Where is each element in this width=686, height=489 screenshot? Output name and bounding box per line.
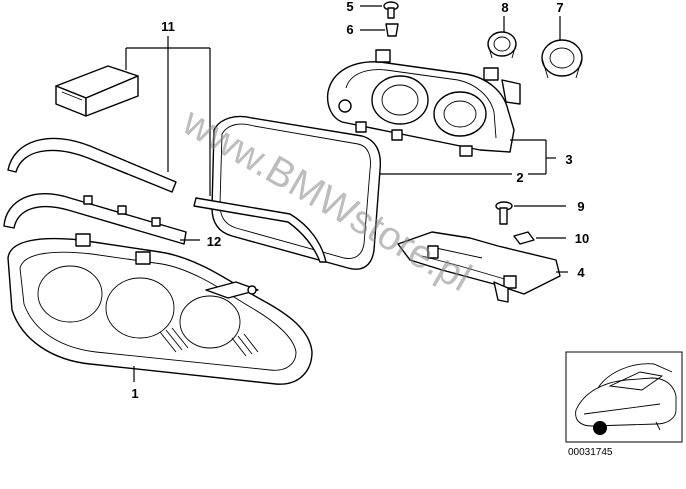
part-1-headlight	[7, 233, 313, 385]
part-8-grommet	[487, 31, 517, 59]
part-6-clip	[385, 23, 399, 37]
part-11-upper-strip	[7, 137, 177, 193]
callout-7: 7	[556, 0, 563, 15]
callout-1: 1	[131, 386, 138, 401]
callout-6: 6	[346, 22, 353, 37]
part-4-bracket	[397, 231, 561, 303]
car-location-inset	[565, 351, 683, 443]
callout-9: 9	[577, 199, 584, 214]
location-marker	[593, 421, 607, 435]
callout-4: 4	[577, 265, 585, 280]
part-5-screw	[383, 1, 399, 19]
callout-3: 3	[565, 152, 572, 167]
callout-11: 11	[161, 19, 175, 34]
part-2-seal	[193, 115, 382, 270]
part-7-grommet	[541, 39, 583, 79]
part-12-trim	[3, 193, 187, 245]
callout-12: 12	[207, 234, 221, 249]
part-9-bolt	[495, 201, 513, 225]
part-11-box	[55, 65, 139, 117]
diagram-code: 00031745	[568, 447, 613, 458]
part-3-housing	[326, 49, 521, 157]
leader-lines	[125, 5, 568, 382]
callout-8: 8	[501, 0, 508, 15]
callout-5: 5	[346, 0, 353, 14]
callout-2: 2	[516, 170, 523, 185]
part-10-clip	[513, 231, 535, 245]
callout-10: 10	[575, 231, 589, 246]
